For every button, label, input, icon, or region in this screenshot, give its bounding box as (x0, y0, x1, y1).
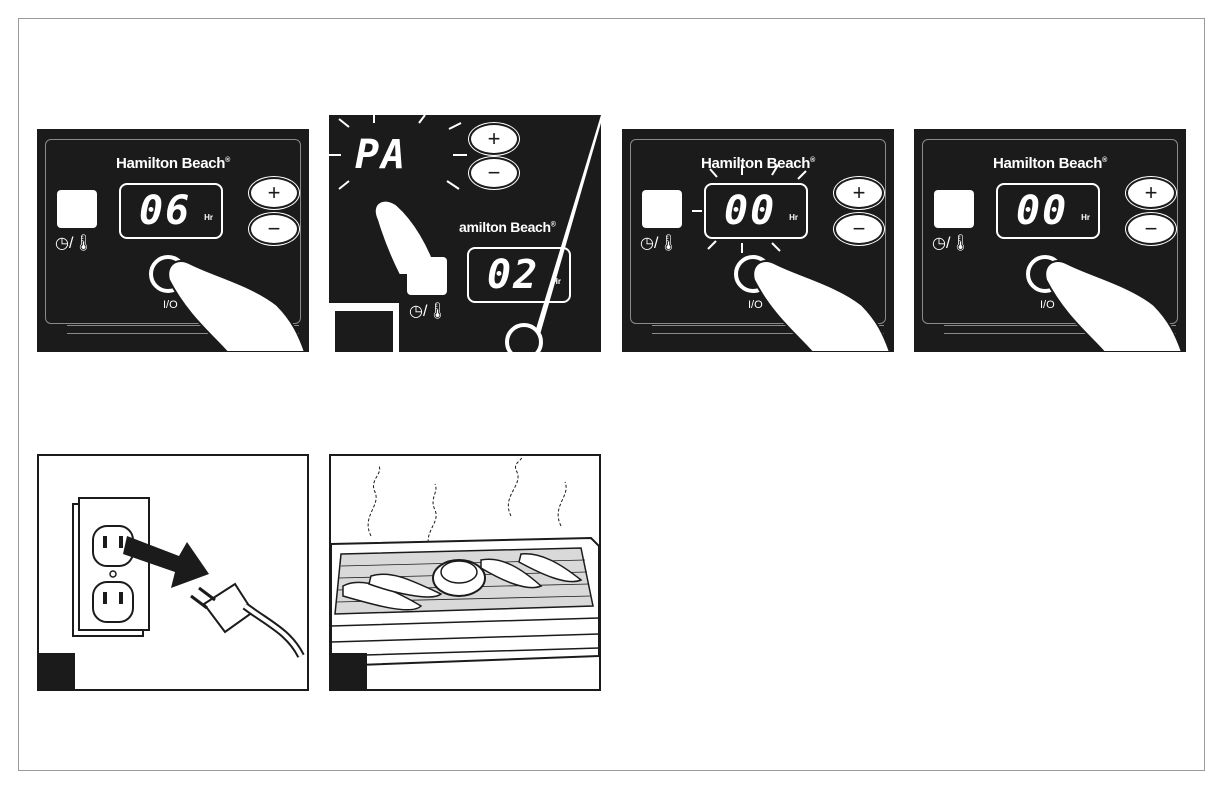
panel-1-control: Hamilton Beach® ◷/🌡 06 Hr + − I/O (37, 115, 309, 352)
food-tray-icon (331, 456, 599, 689)
display-digits: 02 (487, 252, 539, 298)
finger-hand-icon (37, 115, 309, 352)
panel-3-control: Hamilton Beach® ◷/🌡 00 Hr + − I/O (622, 115, 894, 352)
hr-unit: Hr (552, 277, 561, 286)
step-badge (331, 653, 367, 689)
finger-hand-icon (914, 115, 1186, 352)
panel-4-control: Hamilton Beach® ◷/🌡 00 Hr + − I/O (914, 115, 1186, 352)
clock-thermometer-icon: ◷/🌡 (409, 301, 448, 321)
outlet-plug-icon (39, 456, 307, 689)
timer-temp-button[interactable] (407, 257, 447, 295)
tray-illustration (329, 454, 601, 691)
lcd-display-bottom: 02 Hr (467, 247, 571, 303)
panel-2-control: PA + − amilton Beach® ◷/🌡 02 Hr (329, 115, 601, 352)
plus-button[interactable]: + (469, 123, 519, 155)
finger-hand-icon (622, 115, 894, 352)
step-badge (39, 653, 75, 689)
unplug-illustration (37, 454, 309, 691)
brand-logo-partial: amilton Beach® (459, 219, 556, 235)
minus-button[interactable]: − (469, 157, 519, 189)
